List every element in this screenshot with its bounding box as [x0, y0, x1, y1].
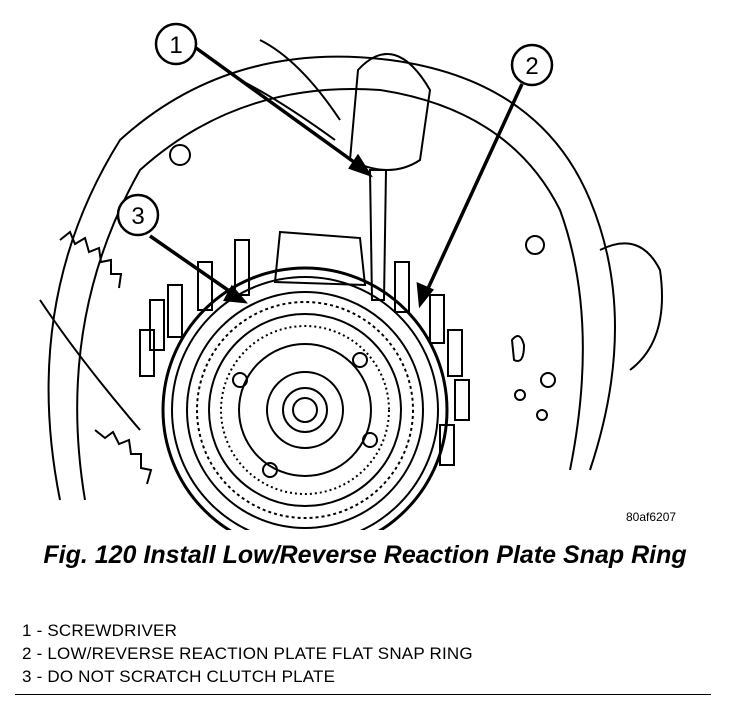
legend-item: 3 - DO NOT SCRATCH CLUTCH PLATE — [22, 667, 336, 686]
screwdriver — [368, 169, 388, 301]
band-teeth — [59, 230, 123, 289]
callout-1 — [154, 22, 373, 178]
figure-caption: Fig. 120 Install Low/Reverse Reaction Pl… — [43, 541, 687, 569]
figure-id: 80af6207 — [626, 510, 677, 524]
callout-1-label: 1 — [169, 32, 182, 59]
callout-3 — [116, 193, 249, 304]
legend-item: 1 - SCREWDRIVER — [22, 621, 178, 640]
legend-item: 2 - LOW/REVERSE REACTION PLATE FLAT SNAP… — [22, 644, 473, 663]
snap-ring — [161, 266, 449, 530]
legend-list: 1 - SCREWDRIVER 2 - LOW/REVERSE REACTION… — [22, 619, 473, 688]
case-outline — [47, 55, 616, 501]
transmission-illustration: 1 2 3 — [39, 22, 663, 530]
callout-2-label: 2 — [525, 53, 538, 80]
callout-2 — [416, 43, 554, 309]
hub — [238, 343, 372, 477]
callout-3-label: 3 — [131, 203, 144, 230]
divider — [15, 694, 711, 695]
